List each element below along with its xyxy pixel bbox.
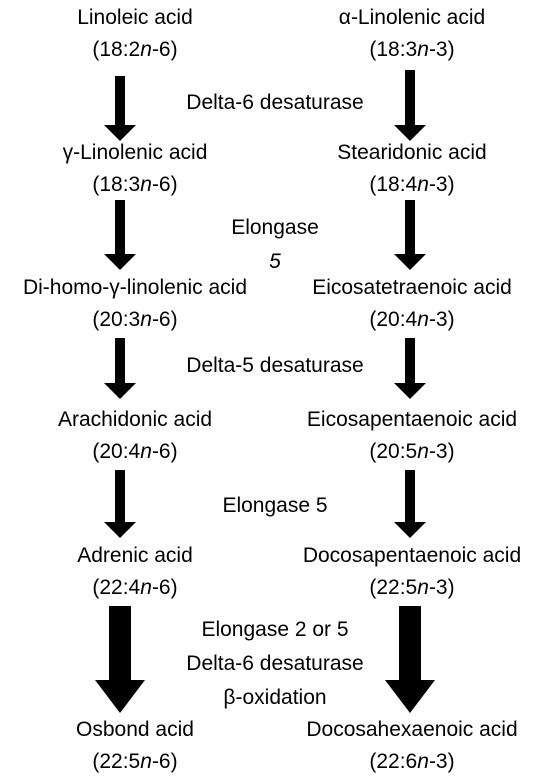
docosapentaenoic-acid-node: Docosapentaenoic acid (22:5n-3) <box>267 540 550 604</box>
formula-italic: n <box>140 440 152 463</box>
node-name: Adrenic acid <box>77 544 193 567</box>
arrow-n6-2 <box>104 200 136 270</box>
node-name: Linoleic acid <box>77 6 193 29</box>
formula-prefix: (20:5 <box>369 440 418 463</box>
formula-suffix: -3) <box>428 308 455 331</box>
formula-prefix: (18:2 <box>92 38 141 61</box>
formula-suffix: -3) <box>428 173 455 196</box>
enzyme-label-text: Elongase 5 <box>222 494 328 517</box>
node-formula: (20:5n-3) <box>267 436 550 468</box>
formula-italic: n <box>417 173 429 196</box>
formula-prefix: (22:5 <box>369 576 418 599</box>
enzyme-label-text: Delta-6 desaturase <box>186 91 364 114</box>
formula-prefix: (20:4 <box>369 308 418 331</box>
dihomo-gamma-linolenic-acid-node: Di-homo-γ-linolenic acid (20:3n-6) <box>0 272 280 336</box>
arrow-n6-1 <box>104 76 136 141</box>
formula-suffix: -6) <box>151 38 178 61</box>
formula-prefix: (18:4 <box>369 173 418 196</box>
enzyme-label-prefix: Elongase <box>231 216 319 239</box>
formula-prefix: (20:3 <box>92 308 141 331</box>
formula-italic: n <box>417 440 429 463</box>
enzyme-label-elongase-5: Elongase 5 <box>120 489 430 523</box>
formula-prefix: (18:3 <box>369 38 418 61</box>
node-formula: (22:5n-3) <box>267 572 550 604</box>
formula-italic: n <box>140 38 152 61</box>
formula-suffix: -3) <box>428 750 455 773</box>
formula-prefix: (22:6 <box>369 750 418 773</box>
arrow-n6-3 <box>104 338 136 399</box>
node-formula: (18:2n-6) <box>0 34 280 66</box>
osbond-acid-node: Osbond acid (22:5n-6) <box>0 714 280 778</box>
node-formula: (22:6n-3) <box>267 746 550 778</box>
enzyme-label-line: Elongase 2 or 5 <box>201 618 349 641</box>
adrenic-acid-node: Adrenic acid (22:4n-6) <box>0 540 280 604</box>
node-name: Osbond acid <box>76 718 194 741</box>
node-name: γ-Linolenic acid <box>62 141 208 164</box>
formula-prefix: (22:5 <box>92 750 141 773</box>
formula-suffix: -3) <box>428 440 455 463</box>
eicosatetraenoic-acid-node: Eicosatetraenoic acid (20:4n-3) <box>267 272 550 336</box>
node-name: Arachidonic acid <box>57 408 213 431</box>
arrow-n3-2 <box>394 200 426 270</box>
formula-italic: n <box>140 173 152 196</box>
formula-suffix: -6) <box>151 308 178 331</box>
formula-italic: n <box>417 576 429 599</box>
enzyme-label-elongase-5-italic: Elongase 5 <box>120 211 430 279</box>
node-name: α-Linolenic acid <box>338 6 486 29</box>
formula-italic: n <box>140 750 152 773</box>
node-name: Stearidonic acid <box>337 141 487 164</box>
arrow-n3-4 <box>394 470 426 538</box>
formula-prefix: (22:4 <box>92 576 141 599</box>
formula-suffix: -3) <box>428 576 455 599</box>
node-formula: (22:5n-6) <box>0 746 280 778</box>
formula-prefix: (18:3 <box>92 173 141 196</box>
enzyme-label-italic: 5 <box>269 250 281 273</box>
formula-italic: n <box>140 576 152 599</box>
eicosapentaenoic-acid-node: Eicosapentaenoic acid (20:5n-3) <box>267 404 550 468</box>
formula-italic: n <box>140 308 152 331</box>
arrow-n3-1 <box>394 70 426 141</box>
enzyme-label-final-step: Elongase 2 or 5 Delta-6 desaturase β-oxi… <box>120 613 430 715</box>
node-name: Eicosatetraenoic acid <box>312 276 512 299</box>
enzyme-label-delta6-desaturase: Delta-6 desaturase <box>120 86 430 120</box>
formula-suffix: -6) <box>151 750 178 773</box>
enzyme-label-delta5-desaturase: Delta-5 desaturase <box>120 349 430 383</box>
enzyme-label-text: Delta-5 desaturase <box>186 354 364 377</box>
formula-italic: n <box>417 750 429 773</box>
arrow-n6-5 <box>95 606 145 713</box>
formula-suffix: -6) <box>151 173 178 196</box>
formula-suffix: -6) <box>151 440 178 463</box>
arrow-n6-4 <box>104 470 136 538</box>
formula-prefix: (20:4 <box>92 440 141 463</box>
arachidonic-acid-node: Arachidonic acid (20:4n-6) <box>0 404 280 468</box>
formula-italic: n <box>417 38 429 61</box>
alpha-linolenic-acid-node: α-Linolenic acid (18:3n-3) <box>267 2 550 66</box>
node-name: Docosapentaenoic acid <box>302 544 522 567</box>
enzyme-label-line: Delta-6 desaturase <box>186 652 364 675</box>
node-formula: (20:4n-6) <box>0 436 280 468</box>
node-formula: (18:3n-6) <box>0 169 280 201</box>
node-name: Eicosapentaenoic acid <box>306 408 518 431</box>
formula-suffix: -3) <box>428 38 455 61</box>
arrow-n3-5 <box>385 606 435 713</box>
formula-suffix: -6) <box>151 576 178 599</box>
gamma-linolenic-acid-node: γ-Linolenic acid (18:3n-6) <box>0 137 280 201</box>
docosahexaenoic-acid-node: Docosahexaenoic acid (22:6n-3) <box>267 714 550 778</box>
arrow-n3-3 <box>394 338 426 399</box>
node-formula: (20:3n-6) <box>0 304 280 336</box>
node-formula: (18:3n-3) <box>267 34 550 66</box>
enzyme-label-line: β-oxidation <box>223 686 327 709</box>
enzyme-label-text: Elongase 5 <box>120 211 430 279</box>
node-name: Docosahexaenoic acid <box>306 718 518 741</box>
node-formula: (20:4n-3) <box>267 304 550 336</box>
linoleic-acid-node: Linoleic acid (18:2n-6) <box>0 2 280 66</box>
stearidonic-acid-node: Stearidonic acid (18:4n-3) <box>267 137 550 201</box>
node-name: Di-homo-γ-linolenic acid <box>22 276 248 299</box>
formula-italic: n <box>417 308 429 331</box>
node-formula: (22:4n-6) <box>0 572 280 604</box>
node-formula: (18:4n-3) <box>267 169 550 201</box>
